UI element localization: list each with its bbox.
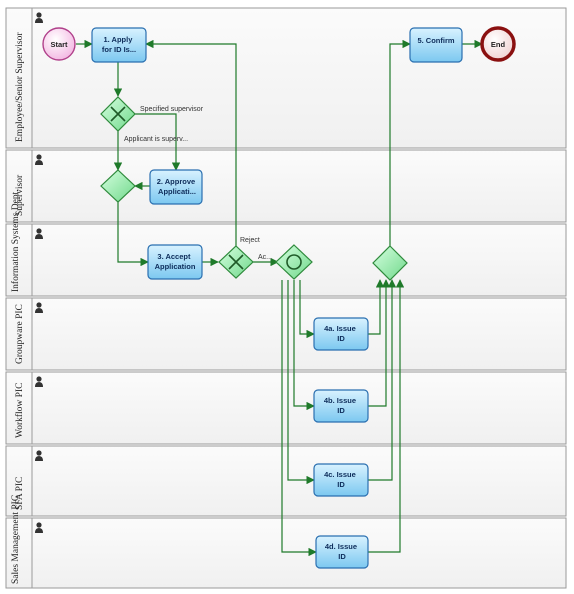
inclusive-gateway-split[interactable] [275,244,313,280]
task-issue-id-4c[interactable]: 4c. Issue ID [313,463,369,497]
task-label: 4b. Issue ID [324,396,358,415]
flow-parallel-to-4d [281,280,317,557]
flow-parallel-to-4a [299,280,315,339]
join-gateway[interactable] [372,245,408,281]
x-marker-icon [110,106,126,122]
flow-label-applicant-is-supervisor: Applicant is superv... [124,136,188,143]
flow-specified-supervisor [134,113,181,171]
merge-gateway[interactable] [100,169,136,203]
lane-label-sfa: SFA PIC [15,477,25,510]
flow-label-reject: Reject [240,237,260,244]
task-issue-id-4b[interactable]: 4b. Issue ID [313,389,369,423]
task-label: 4a. Issue ID [324,324,358,343]
sequence-flows [76,39,483,557]
flow-4a-to-join [368,279,385,335]
task-label: 3. Accept Application [155,252,196,271]
flow-label-specified-supervisor: Specified supervisor [140,106,204,113]
lane-label-supervisor: Supervisor [15,174,25,216]
flow-parallel-to-4b [293,280,315,411]
flow-4b-to-join [368,279,391,407]
start-event-label: Start [50,40,68,49]
lane-label-workflow: Workflow PIC [14,383,25,438]
flow-4d-to-join [368,279,405,553]
swimlane-sales-management: Sales Management PIC [5,495,567,589]
lane-label-information-systems: Information Systems Dept. [10,189,21,292]
swimlane-supervisor: Supervisor [5,149,567,223]
swimlane-employee: Employee/Senior Supervisor [5,7,567,149]
task-label: 5. Confirm [417,36,454,45]
lane-label-groupware: Groupware PIC [15,304,25,364]
end-event[interactable]: End [480,26,516,62]
flow-parallel-to-4c [287,280,315,485]
task-apply-for-id[interactable]: 1. Apply for ID Is... [91,27,147,63]
exclusive-gateway-accept-reject[interactable] [218,245,254,279]
task-label: 4c. Issue ID [324,470,358,489]
swimlane-groupware: Groupware PIC [5,297,567,371]
lane-label-employee: Employee/Senior Supervisor [15,32,25,142]
flow-merge-to-accept [117,202,149,267]
task-label: 2. Approve Applicati... [157,177,198,196]
task-confirm[interactable]: 5. Confirm [409,27,463,63]
end-event-label: End [491,40,506,49]
lane-label-sales-management: Sales Management PIC [11,495,21,584]
flow-reject-to-apply [145,39,237,246]
task-label: 1. Apply for ID Is... [102,35,136,54]
task-approve-application[interactable]: 2. Approve Applicati... [149,169,203,205]
flow-join-to-confirm [389,39,411,246]
flow-label-accept: Ac... [258,254,272,261]
task-issue-id-4a[interactable]: 4a. Issue ID [313,317,369,351]
x-marker-icon [228,254,244,270]
swimlane-workflow: Workflow PIC [5,371,567,445]
task-accept-application[interactable]: 3. Accept Application [147,244,203,280]
circle-marker-icon [286,254,302,270]
swimlane-sfa: SFA PIC [5,445,567,517]
task-issue-id-4d[interactable]: 4d. Issue ID [315,535,369,569]
task-label: 4d. Issue ID [325,542,359,561]
exclusive-gateway-supervisor-check[interactable] [100,96,136,132]
start-event[interactable]: Start [42,27,76,61]
flow-4c-to-join [368,279,397,481]
